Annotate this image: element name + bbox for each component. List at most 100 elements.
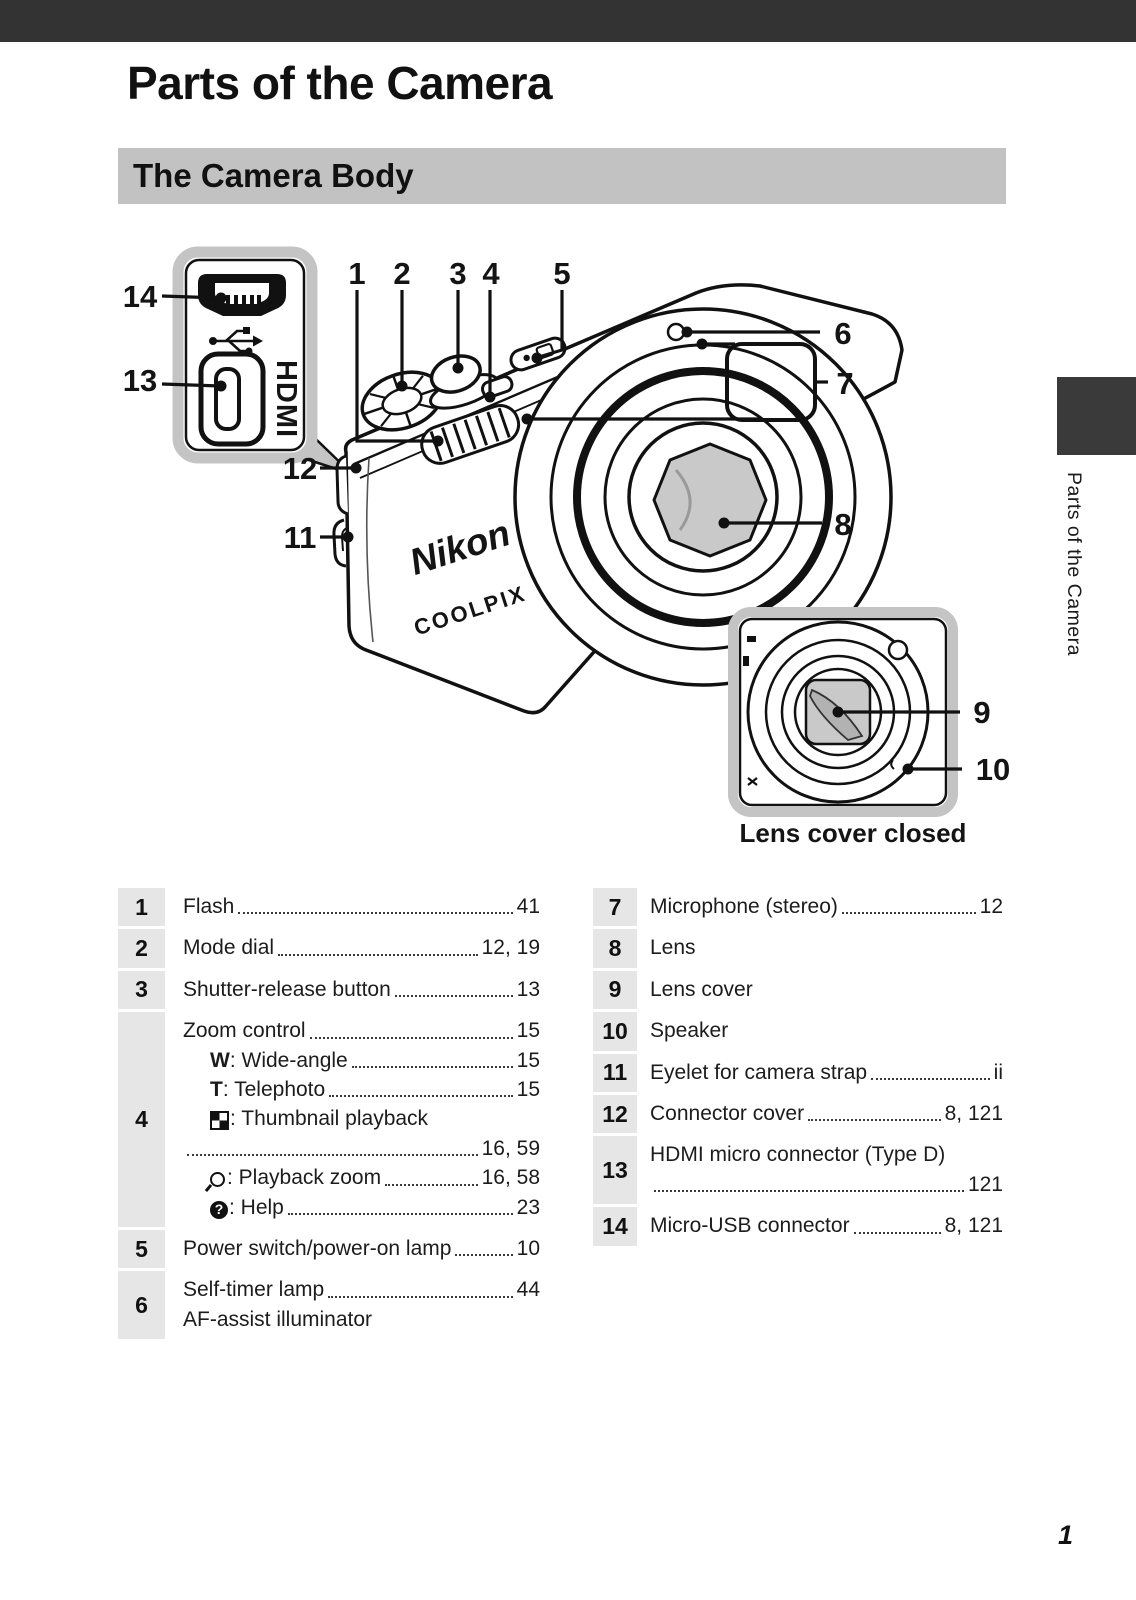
leader-dots bbox=[871, 1077, 990, 1080]
part-page-ref: 23 bbox=[516, 1195, 540, 1219]
microphone-bracket bbox=[666, 322, 817, 422]
part-label: Lens bbox=[650, 936, 696, 960]
part-line: 121 bbox=[650, 1170, 1003, 1199]
part-label: Shutter-release button bbox=[183, 977, 391, 1001]
callout-12: 12 bbox=[283, 451, 317, 486]
part-label: : Playback zoom bbox=[227, 1166, 382, 1190]
part-number: 8 bbox=[593, 929, 637, 968]
part-page-ref: 13 bbox=[516, 977, 540, 1001]
part-label: Speaker bbox=[650, 1019, 729, 1043]
part-line: Shutter-release button 13 bbox=[183, 975, 540, 1004]
part-line: Microphone (stereo)12 bbox=[650, 892, 1003, 921]
part-number: 14 bbox=[593, 1207, 637, 1246]
part-number: 5 bbox=[118, 1229, 165, 1269]
power-switch bbox=[509, 336, 567, 372]
part-number: 6 bbox=[118, 1271, 165, 1340]
leader-dots bbox=[328, 1295, 513, 1298]
callout-8: 8 bbox=[834, 507, 851, 542]
part-label: AF-assist illuminator bbox=[183, 1307, 373, 1331]
part-label: Flash bbox=[183, 895, 235, 918]
top-bar bbox=[0, 0, 1136, 42]
flash-grille bbox=[420, 404, 521, 465]
part-page-ref: 15 bbox=[516, 1019, 540, 1043]
part-lines: Speaker bbox=[637, 1012, 1003, 1050]
part-number: 7 bbox=[593, 888, 637, 927]
section-banner: The Camera Body bbox=[118, 148, 1006, 204]
micro-usb-connector-icon bbox=[198, 274, 286, 316]
part-page-ref: 41 bbox=[516, 895, 540, 918]
part-row: 8 Lens bbox=[593, 929, 1003, 968]
leader-dots bbox=[329, 1095, 513, 1098]
callout-2: 2 bbox=[393, 256, 410, 291]
part-number: 1 bbox=[118, 888, 165, 927]
leader-dots bbox=[309, 1036, 513, 1039]
help-icon: ? bbox=[210, 1200, 228, 1219]
part-row: 7 Microphone (stereo)12 bbox=[593, 888, 1003, 927]
mode-dial bbox=[360, 370, 444, 432]
leader-dots bbox=[385, 1183, 478, 1186]
part-page-ref: 10 bbox=[516, 1236, 540, 1260]
part-number: 3 bbox=[118, 970, 165, 1010]
lens-cover-inset bbox=[728, 607, 958, 817]
part-page-ref: 8, 121 bbox=[944, 1101, 1003, 1125]
part-lines: Lens bbox=[637, 929, 1003, 967]
callout-6: 6 bbox=[834, 316, 851, 351]
playback-zoom-icon bbox=[210, 1171, 225, 1187]
page-title: Parts of the Camera bbox=[127, 57, 553, 109]
part-number: 2 bbox=[118, 929, 165, 968]
part-lines: HDMI micro connector (Type D) 121 bbox=[637, 1136, 1003, 1204]
chapter-tab-label: Parts of the Camera bbox=[1063, 472, 1085, 656]
shutter-release-button bbox=[429, 354, 514, 410]
part-label: : Telephoto bbox=[222, 1077, 326, 1101]
part-label: Micro-USB connector bbox=[650, 1214, 850, 1238]
part-label: Eyelet for camera strap bbox=[650, 1060, 868, 1084]
part-row: 3 Shutter-release button 13 bbox=[118, 970, 540, 1010]
wide-angle-icon: W bbox=[210, 1048, 230, 1072]
part-line: HDMI micro connector (Type D) bbox=[650, 1140, 1003, 1169]
part-line: Lens cover bbox=[650, 975, 1003, 1004]
leader-dots bbox=[287, 1212, 513, 1215]
part-page-ref: 12 bbox=[979, 895, 1003, 918]
camera-body-drawing: Nikon COOLPIX bbox=[332, 283, 904, 715]
part-number: 11 bbox=[593, 1053, 637, 1092]
part-line: 16, 59 bbox=[183, 1134, 540, 1163]
inset-caption: Lens cover closed bbox=[740, 818, 967, 848]
part-label: Connector cover bbox=[650, 1101, 805, 1125]
callout-11: 11 bbox=[284, 520, 317, 555]
leader-dots bbox=[853, 1231, 941, 1234]
part-label: HDMI micro connector (Type D) bbox=[650, 1143, 946, 1167]
part-lines: Microphone (stereo)12 bbox=[637, 888, 1003, 926]
part-number: 12 bbox=[593, 1094, 637, 1134]
part-label: Mode dial bbox=[183, 936, 275, 960]
part-lines: Flash 41 bbox=[165, 888, 540, 926]
callout-10: 10 bbox=[976, 752, 1010, 787]
leader-dots bbox=[455, 1254, 513, 1257]
part-line: Flash 41 bbox=[183, 892, 540, 921]
part-line: Speaker bbox=[650, 1016, 1003, 1045]
part-lines: Lens cover bbox=[637, 971, 1003, 1009]
callout-box-tail bbox=[276, 413, 353, 476]
part-number: 10 bbox=[593, 1012, 637, 1051]
part-line: AF-assist illuminator bbox=[183, 1305, 540, 1334]
